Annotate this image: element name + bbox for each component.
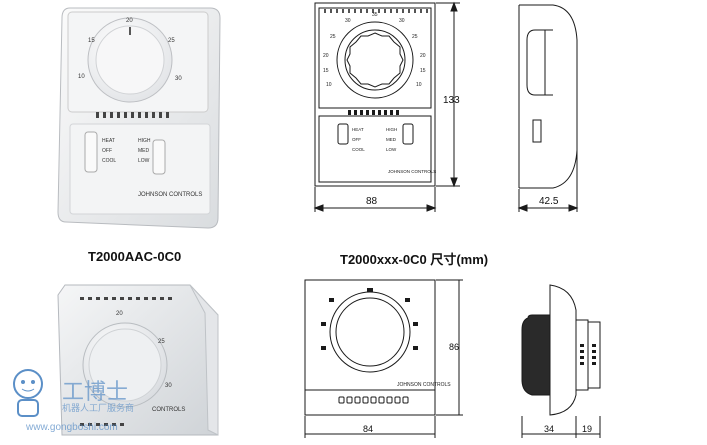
switch-label: COOL [352, 147, 365, 152]
switch-label: LOW [138, 158, 150, 164]
dial-label: 10 [416, 82, 422, 88]
front-dimension-drawing-bottom: JOHNSON CONTROLS 86 84 [304, 279, 463, 438]
switch-label: MED [138, 148, 150, 154]
watermark-name: 工博士 [62, 380, 129, 405]
dial-label: 30 [165, 383, 172, 389]
switch-label: HEAT [352, 127, 364, 132]
dial-label: 15 [323, 68, 329, 74]
height-dimension: 86 [449, 342, 459, 352]
dial-label: 20 [420, 53, 426, 59]
watermark-robot-icon [13, 369, 43, 417]
dial-label: 10 [326, 82, 332, 88]
switch-label: OFF [102, 148, 112, 154]
height-dimension: 133 [443, 95, 460, 106]
depth-dimension: 42.5 [539, 196, 559, 207]
switch-label: OFF [352, 137, 361, 142]
dial-label: 25 [412, 34, 418, 40]
dial-label: 20 [116, 311, 123, 317]
dial-label: 30 [399, 18, 405, 24]
watermark-tagline: 机器人工厂服务商 [62, 404, 135, 414]
dial-label: 15 [88, 38, 95, 44]
side-profile-drawing-bottom: 34 19 [521, 284, 601, 438]
brand-logo: JOHNSON CONTROLS [397, 382, 451, 388]
dial-label: 10 [78, 74, 85, 80]
brand-logo: JOHNSON CONTROLS [388, 169, 436, 174]
front-dimension-drawing-top: 10 15 20 25 30 35 30 25 20 15 10 HEAT OF… [313, 1, 460, 212]
brand-logo: CONTROLS [152, 407, 185, 413]
depth-dimension: 34 [544, 424, 554, 434]
depth-dimension: 19 [582, 424, 592, 434]
watermark-site: www.gongboshi.com [26, 422, 118, 433]
dial-label: 25 [330, 34, 336, 40]
dial-label: 35 [372, 12, 378, 18]
width-dimension: 84 [363, 424, 373, 434]
dial-label: 20 [126, 18, 133, 24]
dial-label: 30 [345, 18, 351, 24]
brand-logo: JOHNSON CONTROLS [138, 192, 202, 198]
dial-label: 25 [168, 38, 175, 44]
drawing-caption: T2000xxx-0C0 尺寸(mm) [340, 252, 489, 267]
dial-label: 30 [175, 76, 182, 82]
switch-label: HIGH [386, 127, 397, 132]
product-caption: T2000AAC-0C0 [88, 249, 182, 264]
switch-label: HIGH [138, 138, 151, 144]
side-profile-drawing-top: 42.5 [517, 4, 579, 212]
switch-label: COOL [102, 158, 116, 164]
switch-label: HEAT [102, 138, 115, 144]
switch-label: LOW [386, 147, 397, 152]
switch-label: MED [386, 137, 397, 142]
thermostat-photo-bottom: 20 25 30 CONTROLS [57, 284, 219, 436]
width-dimension: 88 [366, 196, 378, 207]
dial-label: 20 [323, 53, 329, 59]
dial-label: 15 [420, 68, 426, 74]
thermostat-photo-top: 10 15 20 25 30 HEAT OFF COOL HIGH MED LO… [57, 7, 221, 229]
dial-label: 25 [158, 339, 165, 345]
